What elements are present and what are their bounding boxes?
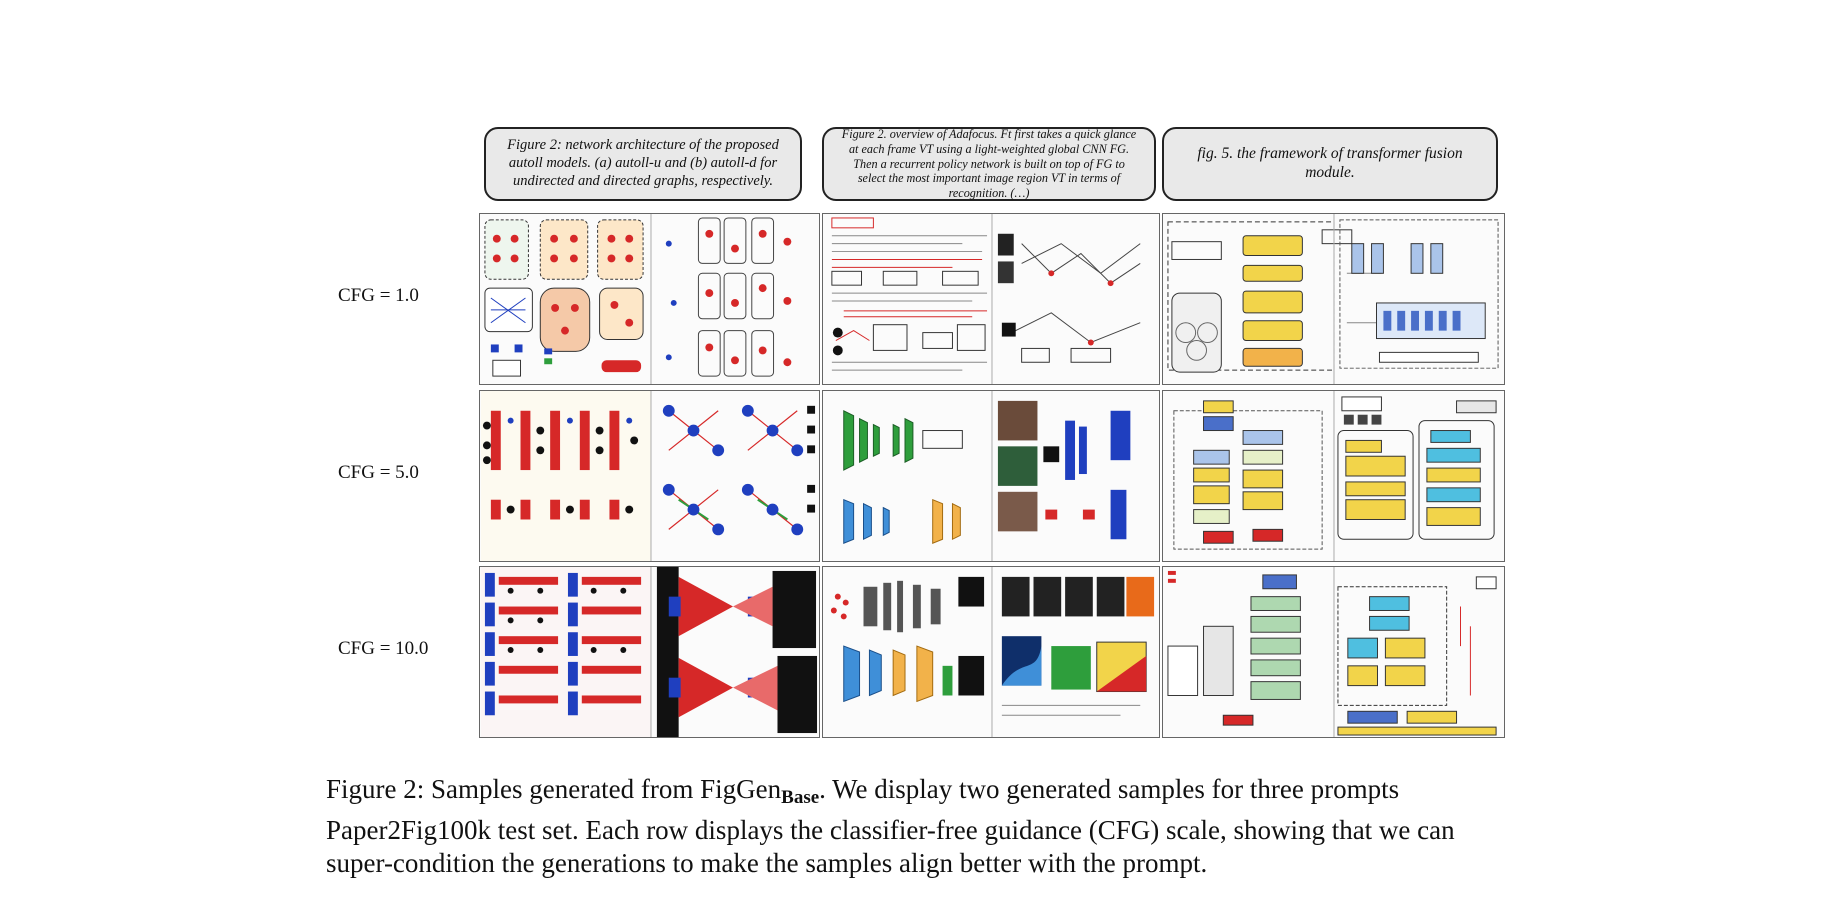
sample-cell-r2-c2 [822,390,1160,562]
prompt-text-1: Figure 2: network architecture of the pr… [507,137,779,189]
sample-cell-r2-c1 [479,390,820,562]
prompt-text-3: fig. 5. the framework of transformer fus… [1197,145,1463,181]
figure-caption: Figure 2: Samples generated from FigGenB… [326,773,1526,880]
prompt-text-2: Figure 2. overview of Adafocus. Ft first… [841,126,1137,201]
generated-figure-graph [484,214,792,384]
sample-cell-r2-c3 [1162,390,1505,562]
generated-figure-pipeline [843,391,1131,561]
cfg-label-row-2: CFG = 5.0 [338,462,419,483]
caption-suffix: . We display two generated samples for t… [326,774,1455,878]
caption-subscript: Base [781,787,820,808]
sample-cell-r1-c3 [1162,213,1505,385]
prompt-box-1: Figure 2: network architecture of the pr… [484,127,802,201]
sample-cell-r1-c2 [822,213,1160,385]
generated-figure-pipeline [830,567,1155,737]
generated-figure-transformer [1167,214,1499,384]
sample-cell-r3-c3 [1162,566,1505,738]
sample-cell-r1-c1 [479,213,820,385]
generated-figure-transformer [1173,391,1497,561]
cfg-label-row-3: CFG = 10.0 [338,638,429,659]
sample-cell-r3-c2 [822,566,1160,738]
generated-figure-graph [480,567,818,737]
caption-prefix: Figure 2: Samples generated from FigGen [326,774,782,804]
cfg-label-row-1: CFG = 1.0 [338,285,419,306]
generated-figure-transformer [1167,567,1497,737]
prompt-box-2: Figure 2. overview of Adafocus. Ft first… [822,127,1156,201]
generated-figure-graph [480,391,816,561]
generated-figure-pipeline [831,214,1141,384]
prompt-box-3: fig. 5. the framework of transformer fus… [1162,127,1498,201]
sample-cell-r3-c1 [479,566,820,738]
